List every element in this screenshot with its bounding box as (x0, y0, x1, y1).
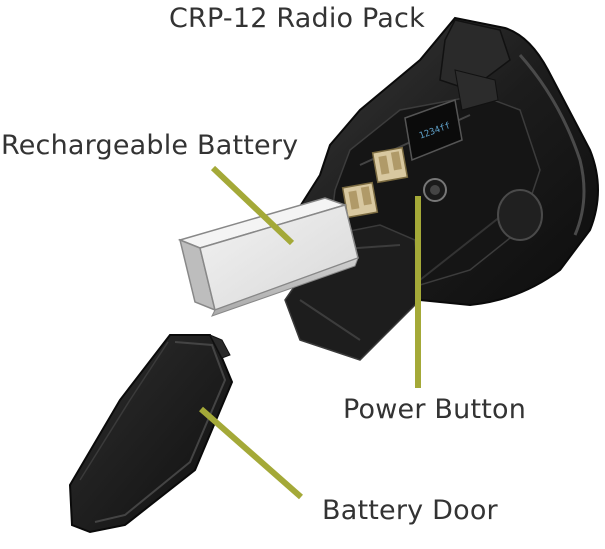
rechargeable-battery (177, 197, 359, 317)
battery-leader-line (210, 165, 295, 246)
side-knob-icon (497, 189, 543, 241)
battery-label: Rechargeable Battery (1, 130, 298, 161)
diagram-title: CRP-12 Radio Pack (169, 3, 425, 34)
battery-door (68, 334, 234, 534)
status-display: 1234ff (404, 98, 463, 162)
power-button (423, 178, 447, 202)
door-leader-line (199, 406, 303, 500)
power-button-label: Power Button (343, 394, 526, 425)
radio-pack-body: 1234ff (283, 16, 599, 361)
battery-door-label: Battery Door (322, 495, 499, 526)
battery-contacts (341, 146, 409, 219)
